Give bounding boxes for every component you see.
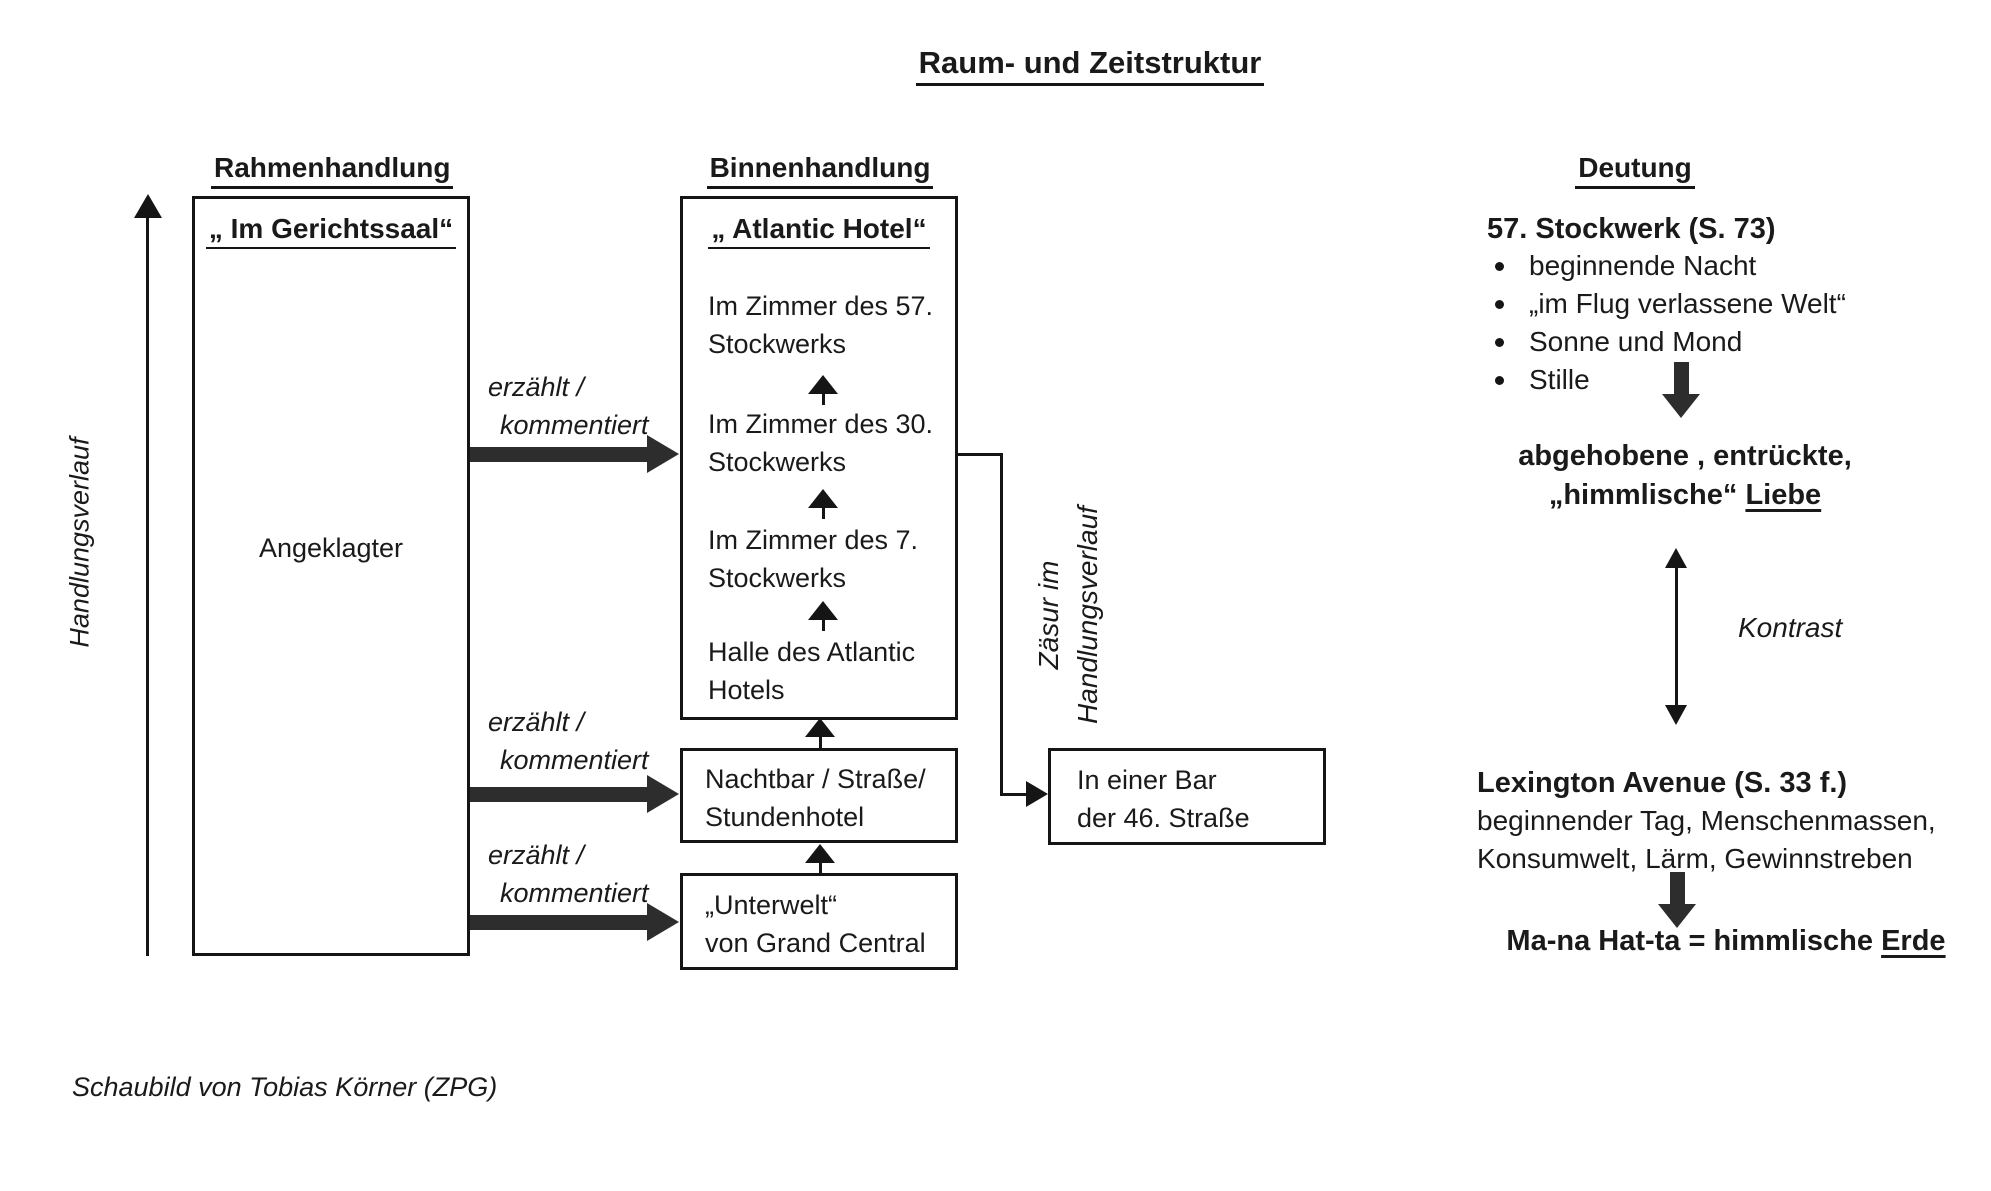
bullet-item: Stille xyxy=(1487,361,1846,399)
bullet-item: beginnende Nacht xyxy=(1487,247,1846,285)
nachtbar-box-text: Nachtbar / Straße/ Stundenhotel xyxy=(705,764,926,832)
erde-underlined: Erde xyxy=(1881,925,1946,957)
gerichtssaal-box: „ Im Gerichtssaal“ Angeklagter xyxy=(192,196,470,956)
unterwelt-box-text: „Unterwelt“ von Grand Central xyxy=(705,890,926,958)
mana-hatta-conclusion: Ma-na Hat-ta = himmlische Erde xyxy=(1506,925,1946,957)
kontrast-arrow-top-icon xyxy=(1665,548,1687,568)
atlantic-hotel-box-title: „ Atlantic Hotel“ xyxy=(683,213,955,249)
column-header-binnenhandlung: Binnenhandlung xyxy=(700,152,940,189)
bar-46-box: In einer Bar der 46. Straße xyxy=(1048,748,1326,845)
bullet-item: „im Flug verlassene Welt“ xyxy=(1487,285,1846,323)
level-up-arrow-icon xyxy=(807,489,839,519)
himmlische-liebe-conclusion: abgehobene , entrückte, „himmlische“ Lie… xyxy=(1518,440,1852,511)
narrate-label-1: erzählt / kommentiert xyxy=(488,372,649,440)
kontrast-arrow-bottom-icon xyxy=(1665,705,1687,725)
nachtbar-box: Nachtbar / Straße/ Stundenhotel xyxy=(680,748,958,843)
hotel-level-7: Im Zimmer des 7. Stockwerks xyxy=(708,525,919,593)
handlungsverlauf-arrowhead-icon xyxy=(134,194,162,218)
unterwelt-box: „Unterwelt“ von Grand Central xyxy=(680,873,958,970)
level-up-arrow-icon xyxy=(807,601,839,631)
stockwerk-57-bullet-list: beginnende Nacht „im Flug verlassene Wel… xyxy=(1487,247,1846,399)
narrate-label-3: erzählt / kommentiert xyxy=(488,840,649,908)
level-up-arrow-icon xyxy=(807,375,839,405)
handlungsverlauf-axis-label: Handlungsverlauf xyxy=(64,437,95,648)
box-up-arrow-icon xyxy=(804,718,836,748)
page-title-text: Raum- und Zeitstruktur xyxy=(915,45,1265,86)
page-title: Raum- und Zeitstruktur xyxy=(840,45,1340,86)
zaesur-line-top xyxy=(956,453,1003,456)
hotel-level-30: Im Zimmer des 30. Stockwerks xyxy=(708,409,934,477)
hotel-level-57: Im Zimmer des 57. Stockwerks xyxy=(708,291,934,359)
narrate-arrow-1-icon xyxy=(470,435,679,473)
liebe-underlined: Liebe xyxy=(1745,479,1822,511)
hotel-level-halle: Halle des Atlantic Hotels xyxy=(708,637,916,705)
lexington-line-1: beginnender Tag, Menschenmassen, xyxy=(1477,805,1936,836)
lexington-section: Lexington Avenue (S. 33 f.) beginnender … xyxy=(1477,764,1936,878)
gerichtssaal-box-title: „ Im Gerichtssaal“ xyxy=(195,213,467,249)
handlungsverlauf-arrow-line xyxy=(146,216,149,956)
narrate-arrow-3-icon xyxy=(470,903,679,941)
kontrast-label: Kontrast xyxy=(1738,612,1843,643)
bullet-item: Sonne und Mond xyxy=(1487,323,1846,361)
kontrast-arrow-line xyxy=(1675,566,1678,708)
deduction-down-arrow-icon xyxy=(1662,362,1700,418)
box-up-arrow-icon xyxy=(804,844,836,874)
zaesur-line-vertical xyxy=(1000,453,1003,796)
narrate-label-2: erzählt / kommentiert xyxy=(488,707,649,775)
lexington-title: Lexington Avenue (S. 33 f.) xyxy=(1477,767,1848,799)
lexington-line-2: Konsumwelt, Lärm, Gewinnstreben xyxy=(1477,843,1913,874)
zaesur-label: Zäsur im Handlungsverlauf xyxy=(1033,506,1103,724)
atlantic-hotel-box: „ Atlantic Hotel“ Im Zimmer des 57. Stoc… xyxy=(680,196,958,720)
deduction-down-arrow-icon xyxy=(1658,872,1696,928)
caption-credit: Schaubild von Tobias Körner (ZPG) xyxy=(72,1072,498,1102)
angeklagter-label: Angeklagter xyxy=(258,533,404,563)
stockwerk-57-title: 57. Stockwerk (S. 73) xyxy=(1487,213,1776,245)
column-header-deutung: Deutung xyxy=(1545,152,1725,189)
zaesur-arrowhead-icon xyxy=(1026,781,1048,807)
bar-46-box-text: In einer Bar der 46. Straße xyxy=(1077,765,1250,833)
zaesur-line-bottom xyxy=(1000,793,1028,796)
narrate-arrow-2-icon xyxy=(470,775,679,813)
column-header-rahmenhandlung: Rahmenhandlung xyxy=(211,152,454,189)
